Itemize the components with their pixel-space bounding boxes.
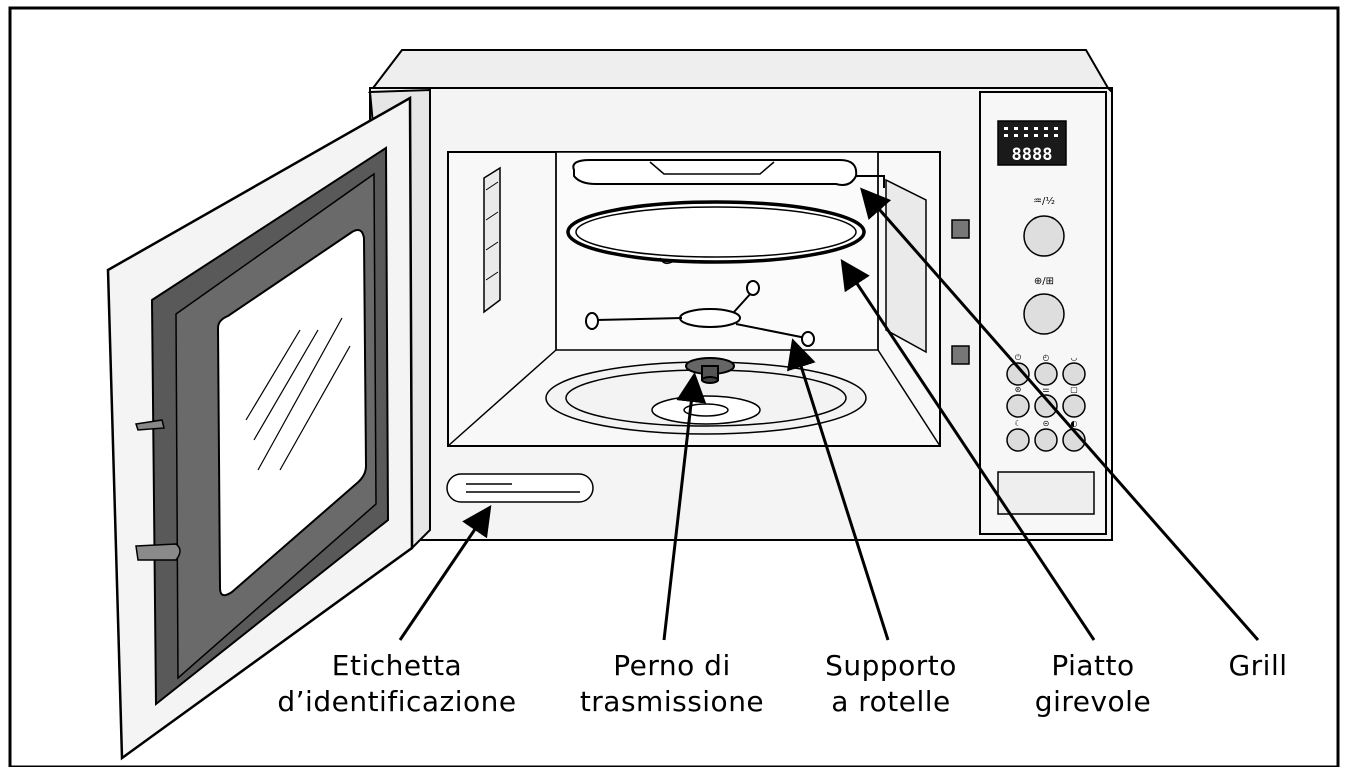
- mica-plate: [885, 178, 927, 354]
- label-line: Piatto: [1051, 649, 1135, 682]
- label-etichetta: Etichetta d’identificazione: [262, 648, 532, 720]
- door-hook-top: [135, 419, 165, 431]
- function-button[interactable]: [1034, 394, 1058, 418]
- function-button[interactable]: [1006, 428, 1030, 452]
- dial2-symbol: ⊕/⊞: [1034, 276, 1054, 287]
- arrow-piatto: [840, 259, 1096, 641]
- body-top: [367, 49, 1110, 94]
- label-line: Perno di: [613, 649, 731, 682]
- door-hook-bottom: [135, 543, 181, 561]
- function-button[interactable]: [1006, 362, 1030, 386]
- label-line: trasmissione: [579, 685, 765, 718]
- button-symbol: ⊝: [1043, 419, 1050, 428]
- arrow-grill: [860, 187, 1260, 641]
- oven-door: [106, 88, 431, 761]
- latch-hole-top: [951, 219, 970, 239]
- body-side: [1107, 87, 1113, 540]
- label-line: girevole: [1034, 685, 1152, 718]
- button-symbol: ◡: [1071, 353, 1078, 362]
- drive-shaft: [685, 357, 735, 384]
- label-line: Grill: [1228, 649, 1288, 682]
- button-symbol: ◐: [1071, 419, 1078, 428]
- function-buttons: [1006, 362, 1086, 452]
- label-grill: Grill: [1208, 648, 1308, 684]
- function-button[interactable]: [1034, 428, 1058, 452]
- button-symbol: ☾: [1014, 419, 1021, 428]
- grill-element: [572, 159, 885, 188]
- arrow-supporto: [786, 338, 890, 641]
- control-panel-details: 8888 ♒/⅟₂ ⊕/⊞ ⏻ ◴ ◡ ⊛ ⚌ ▢ ☾ ⊝ ◐: [997, 120, 1095, 515]
- label-supporto: Supporto a rotelle: [806, 648, 976, 720]
- label-piatto: Piatto girevole: [1018, 648, 1168, 720]
- button-symbol: ⚌: [1042, 385, 1049, 394]
- label-line: Supporto: [825, 649, 957, 682]
- door-window: [216, 229, 368, 597]
- button-symbol: ⊛: [1015, 385, 1022, 394]
- time-dial[interactable]: [1023, 293, 1065, 335]
- latch-hole-bottom: [951, 345, 970, 365]
- id-label-plate: [446, 473, 594, 503]
- label-line: Etichetta: [331, 649, 463, 682]
- function-button[interactable]: [1006, 394, 1030, 418]
- panel-badge: [997, 471, 1095, 515]
- label-line: d’identificazione: [277, 685, 517, 718]
- cavity-vent: [483, 166, 501, 314]
- dial1-symbol: ♒/⅟₂: [1033, 196, 1055, 207]
- function-button[interactable]: [1034, 362, 1058, 386]
- power-dial[interactable]: [1023, 215, 1065, 257]
- arrow-perno: [662, 372, 707, 641]
- button-symbol: ◴: [1043, 353, 1050, 362]
- arrow-etichetta: [398, 505, 492, 641]
- label-perno: Perno di trasmissione: [554, 648, 790, 720]
- button-symbol: ▢: [1070, 385, 1078, 394]
- function-button[interactable]: [1062, 394, 1086, 418]
- button-symbol: ⏻: [1015, 353, 1022, 362]
- turntable-plate: [566, 200, 866, 265]
- label-line: a rotelle: [831, 685, 951, 718]
- function-button[interactable]: [1062, 362, 1086, 386]
- display-digits: 8888: [1012, 145, 1053, 165]
- callout-arrows: [398, 187, 1260, 641]
